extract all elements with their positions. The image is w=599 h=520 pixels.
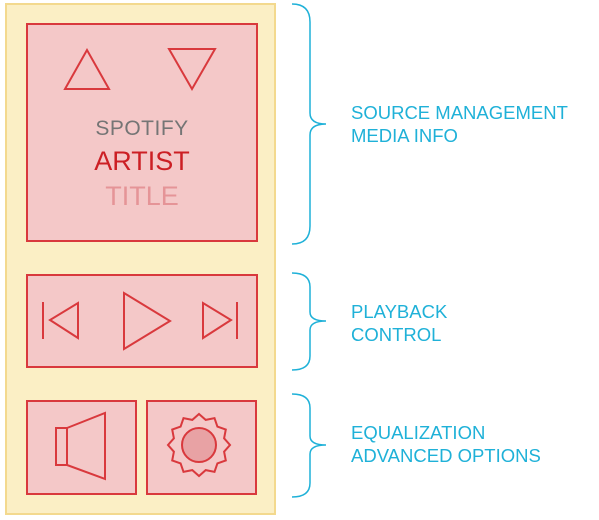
source-media-block: [26, 23, 258, 242]
triangle-down-icon[interactable]: [167, 48, 217, 92]
skip-next-icon[interactable]: [202, 301, 238, 340]
annotation-source: SOURCE MANAGEMENT MEDIA INFO: [351, 101, 568, 147]
artist-name: ARTIST: [94, 146, 190, 176]
volume-block[interactable]: [26, 400, 137, 495]
annotation-line: EQUALIZATION: [351, 422, 486, 443]
annotation-line: CONTROL: [351, 324, 442, 345]
bracket-eq: [291, 393, 327, 498]
track-title: TITLE: [105, 181, 179, 211]
play-icon[interactable]: [123, 291, 172, 351]
annotation-line: SOURCE MANAGEMENT: [351, 102, 568, 123]
annotation-line: ADVANCED OPTIONS: [351, 445, 541, 466]
speaker-icon[interactable]: [55, 411, 106, 481]
skip-previous-icon[interactable]: [42, 301, 79, 340]
annotation-playback: PLAYBACK CONTROL: [351, 300, 447, 346]
playback-control-block: [26, 274, 258, 368]
bracket-playback: [291, 272, 327, 371]
source-name: SPOTIFY: [95, 117, 189, 140]
annotation-eq: EQUALIZATION ADVANCED OPTIONS: [351, 421, 541, 467]
gear-icon[interactable]: [166, 412, 232, 478]
triangle-up-icon[interactable]: [63, 47, 111, 90]
bracket-source: [291, 3, 327, 245]
annotation-line: MEDIA INFO: [351, 125, 458, 146]
annotation-line: PLAYBACK: [351, 301, 448, 322]
